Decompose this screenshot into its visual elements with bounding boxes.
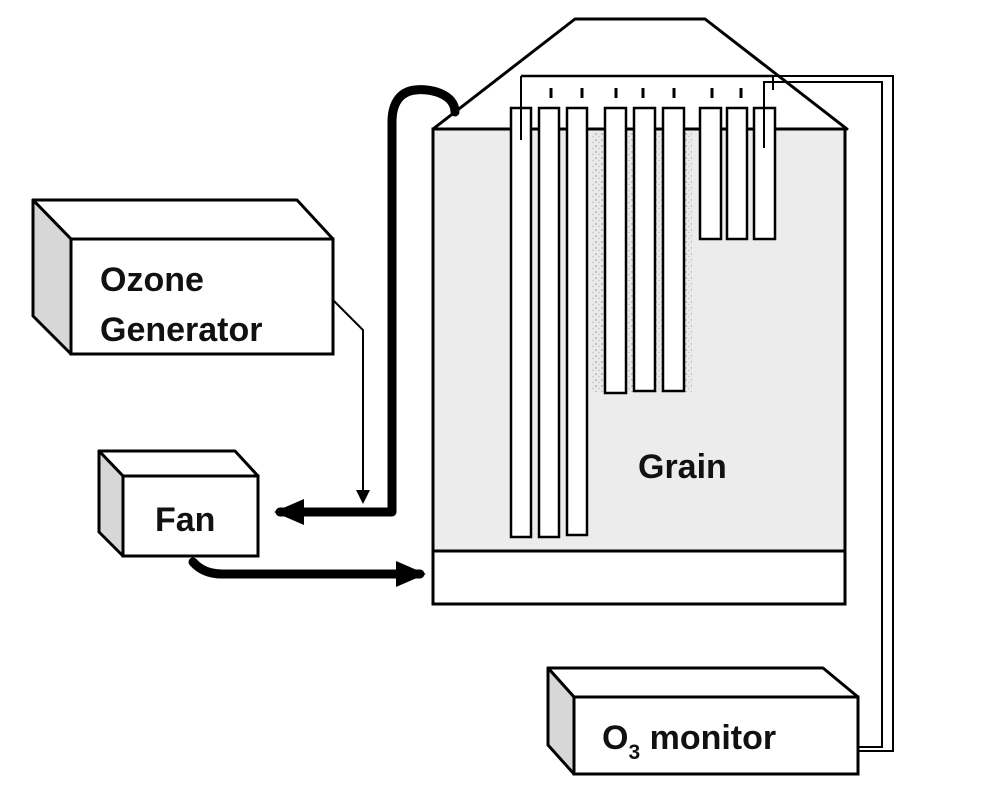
grain-label: Grain <box>638 448 727 486</box>
ozone-generator-label-line1: Ozone <box>100 261 204 299</box>
ozone-generator-label-line2: Generator <box>100 311 263 349</box>
probe-tube-long <box>537 106 561 539</box>
ozone-feed-arrow <box>332 299 370 504</box>
fan-label: Fan <box>155 501 215 539</box>
fan-front <box>121 474 260 558</box>
o3-monitor: O3 monitor <box>546 666 860 776</box>
probe-tube-medium <box>603 106 628 395</box>
probe-tube-long <box>509 106 533 539</box>
monitor-sample-line <box>763 75 894 752</box>
flow-lines <box>188 85 460 587</box>
fan-top <box>97 449 260 478</box>
probe-tube-short <box>725 106 749 241</box>
probe-tubes <box>509 90 777 539</box>
o3-monitor-top <box>546 666 860 699</box>
ozone-generator-front <box>69 237 335 356</box>
probe-tube-medium <box>661 106 686 393</box>
probe-tube-medium <box>632 106 657 393</box>
monitor-line-outer <box>773 75 894 752</box>
return-air-arrow <box>274 85 460 525</box>
bin-plenum <box>431 549 847 606</box>
probe-tube-long <box>565 106 589 537</box>
fan: Fan <box>97 449 260 558</box>
o3-monitor-label: O3 monitor <box>602 719 776 764</box>
supply-air-arrow <box>188 557 426 587</box>
o3-monitor-front <box>572 695 860 776</box>
ozone-generator: Ozone Generator <box>31 198 335 356</box>
sampling-manifold <box>520 74 774 110</box>
probe-tube-short <box>698 106 723 241</box>
ozone-generator-top <box>31 198 335 241</box>
monitor-line-inner <box>763 81 883 748</box>
